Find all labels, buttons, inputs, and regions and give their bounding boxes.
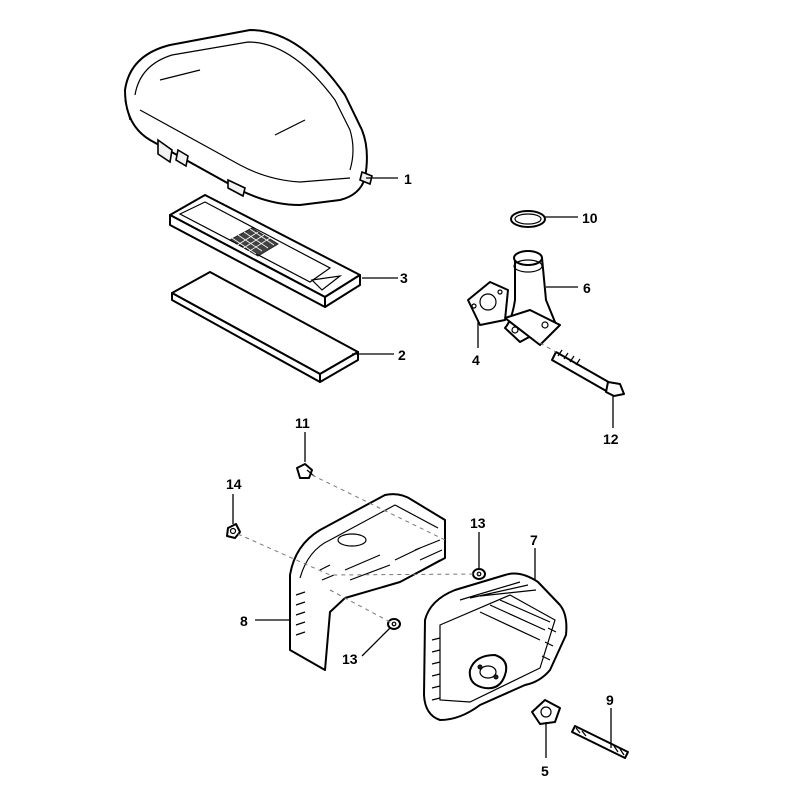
callout-13-upper: 13 <box>470 515 486 531</box>
callout-11: 11 <box>295 415 310 431</box>
long-bolt <box>551 349 625 397</box>
stud <box>571 725 629 759</box>
callout-9: 9 <box>606 692 614 708</box>
exhaust-gasket <box>531 699 561 725</box>
callout-14: 14 <box>226 476 242 492</box>
nut-14 <box>226 523 241 539</box>
callout-6: 6 <box>583 280 591 296</box>
air-cleaner-cover <box>124 29 373 206</box>
callout-1: 1 <box>404 171 412 187</box>
intake-gasket <box>467 281 509 326</box>
callout-4: 4 <box>472 352 480 368</box>
muffler-heat-shield <box>289 493 446 671</box>
callout-10: 10 <box>582 210 598 226</box>
callout-8: 8 <box>240 613 248 629</box>
callout-3: 3 <box>400 270 408 286</box>
callout-5: 5 <box>541 763 549 779</box>
air-filter-element <box>169 194 361 308</box>
filter-mesh <box>228 227 279 257</box>
muffler <box>423 572 568 721</box>
pre-filter-foam <box>171 271 359 383</box>
callout-2: 2 <box>398 347 406 363</box>
callout-7: 7 <box>530 532 538 548</box>
callout-12: 12 <box>603 431 619 447</box>
intake-elbow <box>504 250 561 346</box>
bolt-11 <box>296 463 315 479</box>
callout-13-lower: 13 <box>342 651 358 667</box>
